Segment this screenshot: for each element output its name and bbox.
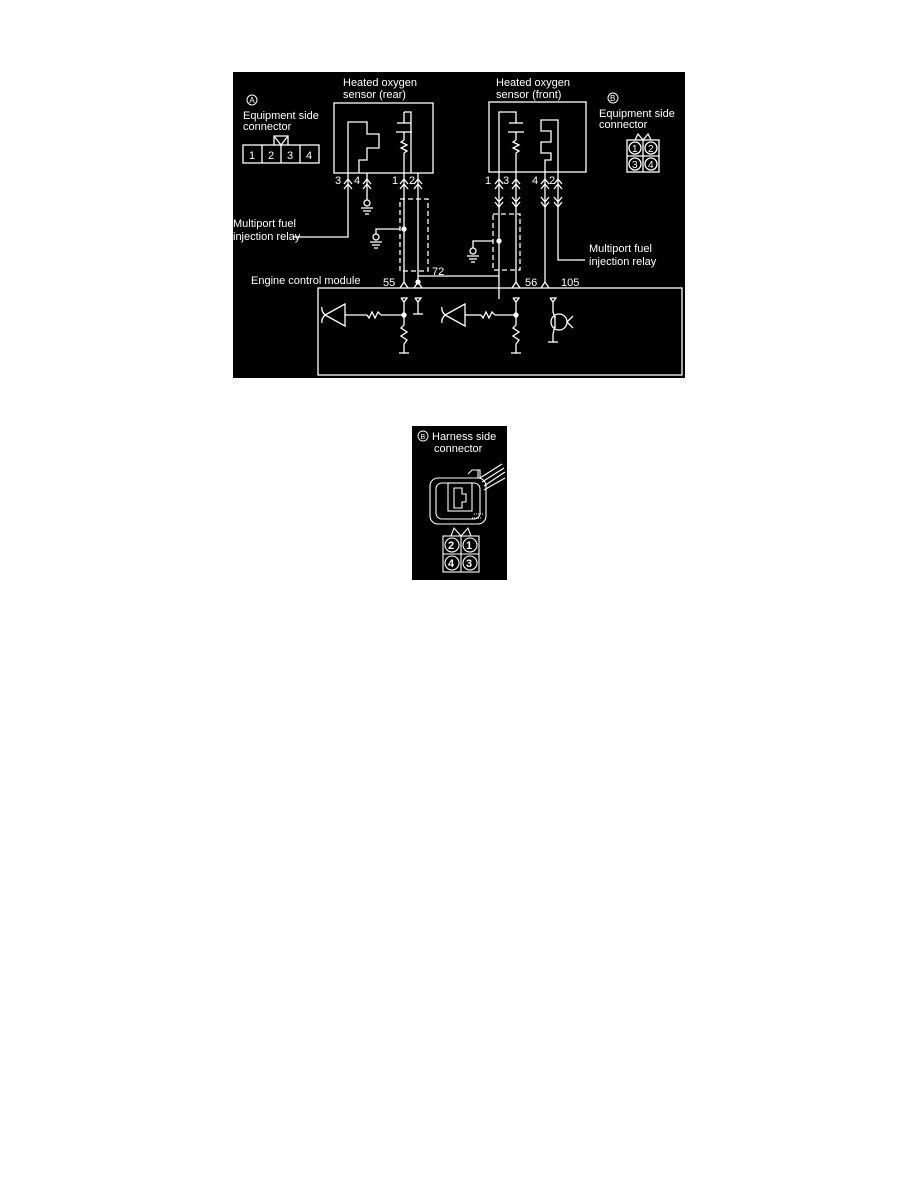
front-sensor-pin-3: 3 [503, 175, 509, 187]
front-sensor-glyph [488, 101, 587, 173]
front-sensor-wires [418, 172, 575, 299]
connector-b-glyph [607, 92, 660, 173]
ecm-terminal-56: 56 [525, 277, 537, 289]
front-sensor-label-2: sensor (front) [496, 89, 561, 101]
harness-label-1: Harness side [432, 431, 496, 443]
ecm-terminals [399, 226, 550, 289]
rear-sensor-wires [303, 173, 429, 282]
rear-sensor-pin-2: 2 [409, 175, 415, 187]
harness-pin-face-icon [442, 526, 480, 573]
rear-sensor-pin-1: 1 [392, 175, 398, 187]
ecm-terminal-105: 105 [561, 277, 579, 289]
wiring-diagram-svg: A Equipment side connector 1 2 3 4 Heate… [233, 77, 683, 376]
connector-b-pin-3: 3 [632, 160, 638, 171]
front-sensor-pin-2: 2 [549, 175, 555, 187]
connector-a-pin-2: 2 [268, 150, 274, 162]
relay-right-label-2: injection relay [589, 256, 657, 268]
connector-a-label-2: connector [243, 121, 292, 133]
rear-sensor-pin-3: 3 [335, 175, 341, 187]
ecm-label: Engine control module [251, 275, 360, 287]
rear-sensor-label-2: sensor (rear) [343, 89, 406, 101]
connector-b-pin-1: 1 [632, 144, 638, 155]
harness-pin-4: 4 [448, 558, 455, 570]
ecm-glyph [317, 287, 683, 376]
connector-a-pin-4: 4 [306, 150, 312, 162]
connector-b-label-1: Equipment side [599, 108, 675, 120]
connector-b-pin-4: 4 [648, 160, 654, 171]
ecm-terminal-72: 72 [432, 266, 444, 278]
connector-b-pin-2: 2 [648, 144, 654, 155]
relay-right-label-1: Multiport fuel [589, 243, 652, 255]
wiring-diagram-panel: A Equipment side connector 1 2 3 4 Heate… [233, 72, 685, 378]
harness-pin-3: 3 [466, 558, 472, 570]
harness-label-2: connector [434, 443, 483, 455]
front-sensor-label-1: Heated oxygen [496, 77, 570, 89]
harness-connector-svg: B Harness side connector 2 1 4 3 [417, 430, 506, 573]
harness-pin-1: 1 [466, 540, 472, 552]
rear-sensor-label-1: Heated oxygen [343, 77, 417, 89]
connector-a-badge: A [249, 96, 255, 105]
rear-sensor-pin-4: 4 [354, 175, 360, 187]
connector-a-pin-3: 3 [287, 150, 293, 162]
connector-b-badge: B [610, 94, 615, 103]
front-sensor-pin-1: 1 [485, 175, 491, 187]
relay-left-label-1: Multiport fuel [233, 218, 296, 230]
front-sensor-pin-4: 4 [532, 175, 538, 187]
connector-b-label-2: connector [599, 119, 648, 131]
connector-housing-icon [429, 463, 506, 525]
harness-connector-panel: B Harness side connector 2 1 4 3 [412, 426, 507, 580]
connector-a-label-1: Equipment side [243, 110, 319, 122]
ecm-terminal-55: 55 [383, 277, 395, 289]
harness-pin-2: 2 [448, 540, 454, 552]
connector-a-glyph [242, 94, 320, 164]
connector-a-pin-1: 1 [249, 150, 255, 162]
rear-sensor-glyph [333, 102, 434, 174]
harness-badge: B [421, 434, 426, 441]
relay-left-label-2: injection relay [233, 231, 301, 243]
